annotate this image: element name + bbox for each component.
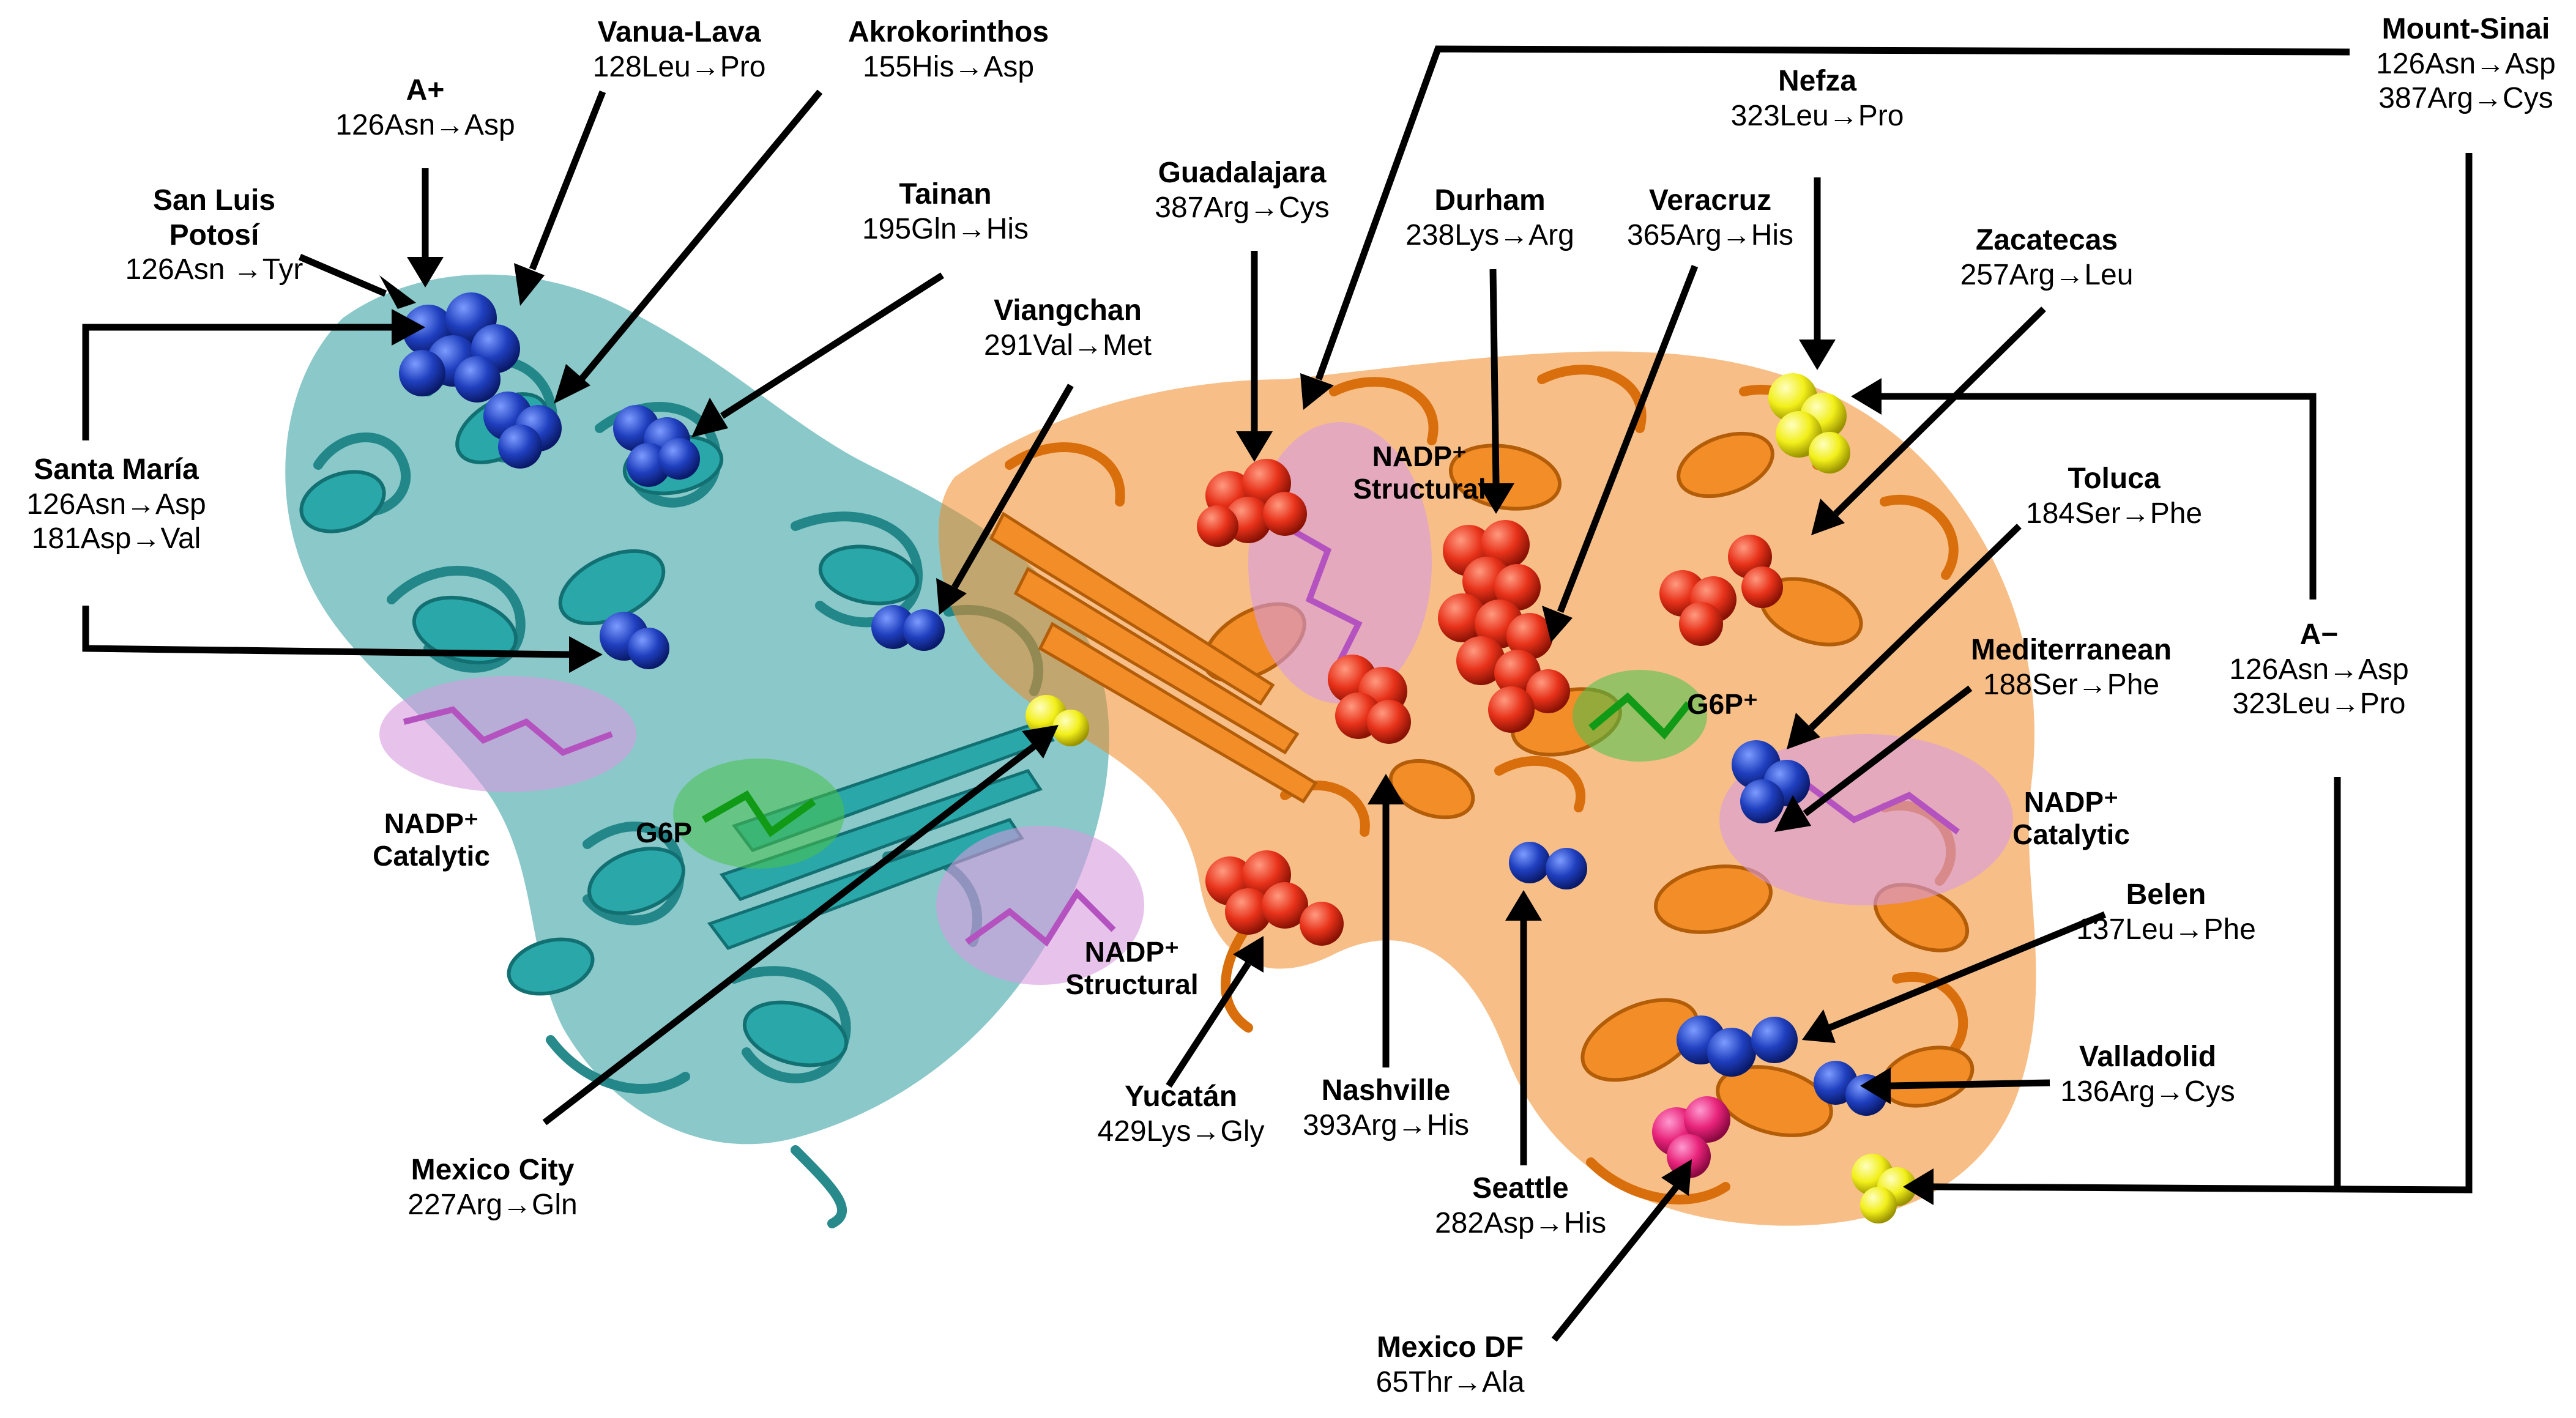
label-seattle: Seattle 282Asp→His [1435, 1171, 1606, 1241]
ligand-line: Catalytic [373, 839, 490, 872]
label-tainan: Tainan 195Gln→His [862, 177, 1029, 247]
label-san-luis-potosi: San Luis Potosí 126Asn →Tyr [110, 184, 318, 288]
label-belen: Belen 137Leu→Phe [2076, 878, 2256, 947]
variant-mutation: 238Lys→Arg [1405, 218, 1574, 251]
ligand-line: Structural [1065, 968, 1199, 1000]
ligand-nadp-structural-right: NADP⁺ Structural [1353, 440, 1486, 505]
variant-mutation: 365Arg→His [1626, 218, 1794, 251]
label-yucatan: Yucatán 429Lys→Gly [1098, 1080, 1265, 1149]
ligand-nadp-catalytic-left: NADP⁺ Catalytic [373, 807, 490, 872]
variant-name: San Luis Potosí [152, 184, 276, 251]
label-toluca: Toluca 184Ser→Phe [2026, 462, 2202, 531]
variant-name: Vanua-Lava [597, 16, 761, 48]
variant-name: Belen [2126, 878, 2206, 911]
ligand-line: Catalytic [2012, 818, 2130, 850]
label-mediterranean: Mediterranean 188Ser→Phe [1971, 633, 2172, 702]
variant-name: Mount-Sinai [2381, 13, 2550, 45]
ligand-line: G6P⁺ [1686, 688, 1759, 720]
variant-mutation: 393Arg→His [1302, 1108, 1470, 1141]
label-a-minus: A− 126Asn→Asp 323Leu→Pro [2229, 618, 2409, 722]
label-zacatecas: Zacatecas 257Arg→Leu [1960, 223, 2134, 292]
variant-mutation: 126Asn→Asp [2229, 653, 2409, 686]
variant-mutation: 184Ser→Phe [2025, 497, 2203, 530]
label-mexico-city: Mexico City 227Arg→Gln [408, 1153, 577, 1222]
variant-name: Zacatecas [1975, 224, 2118, 256]
variant-name: Durham [1434, 184, 1546, 217]
variant-mutation: 65Thr→Ala [1375, 1365, 1525, 1398]
yellow-residues [1026, 373, 1916, 1223]
variant-mutation: 323Leu→Pro [1730, 99, 1904, 132]
variant-name: A+ [406, 74, 445, 106]
variant-mutation: 227Arg→Gln [408, 1188, 578, 1221]
variant-mutation: 126Asn →Tyr [125, 253, 303, 286]
red-residues [1197, 459, 1783, 946]
annotation-arrows [82, 45, 2473, 1342]
variant-name: Viangchan [994, 294, 1142, 327]
residue-san-luis-potosi [399, 292, 520, 403]
variant-name: A− [2299, 618, 2339, 651]
variant-mutation: 126Asn→Asp [26, 488, 206, 521]
variant-mutation: 137Leu→Phe [2076, 913, 2256, 946]
label-nashville: Nashville 393Arg→His [1303, 1074, 1469, 1143]
variant-mutation: 291Val→Met [984, 329, 1152, 362]
variant-mutation: 136Arg→Cys [2060, 1075, 2235, 1108]
ligand-line: NADP⁺ [2023, 786, 2119, 818]
variant-name: Yucatán [1124, 1080, 1238, 1113]
ligand-g6p-left: G6P [636, 817, 692, 849]
blue-residues [399, 292, 1887, 1116]
ligand-nadp-catalytic-right: NADP⁺ Catalytic [2012, 786, 2130, 851]
variant-name: Mexico DF [1376, 1331, 1524, 1364]
label-nefza: Nefza 323Leu→Pro [1731, 64, 1904, 133]
ligand-g6p-right: G6P⁺ [1687, 688, 1758, 721]
label-akrokorinthos: Akrokorinthos 155His→Asp [848, 15, 1049, 84]
label-valladolid: Valladolid 136Arg→Cys [2060, 1040, 2235, 1109]
magenta-residues [1652, 1096, 1730, 1178]
variant-name: Toluca [2068, 462, 2161, 495]
label-veracruz: Veracruz 365Arg→His [1627, 184, 1793, 253]
variant-mutation: 257Arg→Leu [1960, 258, 2134, 291]
ligand-surfaces [379, 422, 2013, 985]
variant-name: Guadalajara [1158, 157, 1327, 189]
variant-name: Mediterranean [1970, 634, 2172, 666]
label-guadalajara: Guadalajara 387Arg→Cys [1155, 156, 1329, 225]
variant-name: Nefza [1778, 65, 1857, 97]
variant-mutation: 155His→Asp [862, 50, 1035, 83]
label-mexico-df: Mexico DF 65Thr→Ala [1376, 1331, 1525, 1400]
variant-mutation: 126Asn→Asp [2376, 47, 2556, 80]
variant-name: Santa María [34, 453, 199, 486]
teal-protein-chain [285, 274, 1109, 1228]
ligand-line: NADP⁺ [384, 807, 479, 839]
variant-mutation: 387Arg→Cys [2378, 82, 2553, 115]
ligand-nadp-structural-left: NADP⁺ Structural [1065, 936, 1198, 1001]
variant-mutation: 429Lys→Gly [1097, 1115, 1265, 1148]
ligand-line: NADP⁺ [1372, 440, 1467, 472]
variant-mutation: 323Leu→Pro [2232, 688, 2406, 721]
label-a-plus: A+ 126Asn→Asp [335, 73, 515, 143]
variant-mutation: 126Asn→Asp [335, 108, 515, 141]
variant-mutation: 195Gln→His [862, 212, 1029, 245]
variant-mutation: 128Leu→Pro [592, 50, 766, 83]
label-vanua-lava: Vanua-Lava 128Leu→Pro [593, 15, 766, 84]
variant-name: Seattle [1472, 1172, 1569, 1205]
variant-mutation: 181Asp→Val [31, 522, 201, 555]
label-santa-maria: Santa María 126Asn→Asp 181Asp→Val [26, 453, 206, 557]
label-viangchan: Viangchan 291Val→Met [984, 294, 1152, 363]
variant-mutation: 387Arg→Cys [1155, 191, 1330, 224]
variant-name: Mexico City [411, 1154, 575, 1186]
variant-mutation: 188Ser→Phe [1982, 668, 2160, 701]
ligand-line: Structural [1353, 472, 1486, 505]
variant-name: Tainan [899, 178, 992, 210]
ligand-line: G6P [635, 817, 693, 848]
variant-name: Akrokorinthos [847, 16, 1049, 48]
variant-name: Veracruz [1648, 184, 1772, 217]
label-mount-sinai: Mount-Sinai 126Asn→Asp 387Arg→Cys [2376, 12, 2556, 116]
ligand-line: NADP⁺ [1084, 936, 1180, 968]
variant-name: Nashville [1321, 1074, 1451, 1107]
variant-name: Valladolid [2079, 1041, 2217, 1073]
variant-mutation: 282Asp→His [1434, 1206, 1607, 1239]
label-durham: Durham 238Lys→Arg [1405, 184, 1574, 253]
